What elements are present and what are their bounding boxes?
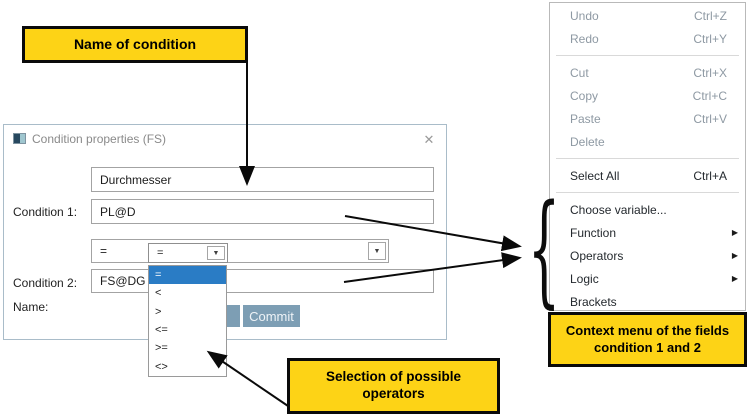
menu-item-cut: Cut Ctrl+X	[550, 61, 745, 84]
annotation-text-line2: operators	[362, 386, 425, 401]
condition-1-label: Condition 1:	[13, 205, 78, 219]
close-icon[interactable]: ✕	[423, 132, 435, 147]
menu-item-redo: Redo Ctrl+Y	[550, 27, 745, 50]
annotation-selection-operators: Selection of possible operators	[287, 358, 500, 414]
name-label: Name:	[13, 300, 49, 314]
menu-item-copy: Copy Ctrl+C	[550, 84, 745, 107]
menu-item-shortcut: Ctrl+Z	[694, 8, 727, 23]
operator-dropdown-value: =	[157, 247, 164, 259]
chevron-down-icon[interactable]: ▼	[207, 246, 225, 260]
operator-dropdown-combobox[interactable]: = ▼	[148, 243, 228, 263]
annotation-text-line2: condition 1 and 2	[594, 339, 701, 355]
annotation-name-of-condition: Name of condition	[22, 26, 248, 63]
annotation-text: Name of condition	[73, 35, 197, 52]
menu-item-logic[interactable]: Logic ▶	[550, 267, 745, 290]
menu-item-label: Operators	[570, 248, 624, 263]
condition-2-input[interactable]	[91, 269, 434, 293]
operator-option-less-than[interactable]: <	[155, 287, 162, 300]
menu-item-select-all[interactable]: Select All Ctrl+A	[550, 164, 745, 187]
annotation-text-line1: Context menu of the fields	[565, 323, 730, 339]
operator-option-greater-than[interactable]: >	[155, 305, 162, 318]
menu-item-label: Function	[570, 225, 617, 240]
operator-combobox-value: =	[100, 244, 108, 258]
chevron-right-icon: ▶	[731, 228, 738, 237]
menu-item-label: Choose variable...	[570, 202, 667, 217]
operator-option-less-or-equal[interactable]: <=	[155, 324, 168, 337]
curly-brace: {	[527, 178, 561, 320]
menu-item-label: Cut	[570, 65, 589, 80]
commit-button[interactable]: Commit	[243, 305, 300, 327]
menu-item-label: Copy	[570, 88, 599, 103]
context-menu: Undo Ctrl+Z Redo Ctrl+Y Cut Ctrl+X Copy Ctrl+C P…	[549, 2, 746, 311]
menu-separator	[556, 192, 739, 193]
dialog-title: Condition properties (FS)	[32, 132, 167, 146]
condition-2-label: Condition 2:	[13, 276, 78, 290]
operator-combobox[interactable]: = ▼	[91, 239, 389, 263]
chevron-down-icon[interactable]: ▼	[368, 242, 386, 260]
menu-item-shortcut: Ctrl+X	[693, 65, 727, 80]
menu-item-label: Logic	[570, 271, 599, 286]
menu-item-label: Brackets	[570, 294, 617, 309]
menu-item-shortcut: Ctrl+V	[693, 111, 727, 126]
operator-option-equals[interactable]: =	[149, 266, 226, 285]
annotation-context-menu: Context menu of the fields condition 1 a…	[548, 312, 747, 367]
menu-item-shortcut: Ctrl+A	[693, 168, 727, 183]
operator-option-greater-or-equal[interactable]: >=	[155, 342, 168, 355]
menu-item-label: Delete	[570, 134, 605, 149]
chevron-right-icon: ▶	[731, 274, 738, 283]
chevron-right-icon: ▶	[731, 251, 738, 260]
operator-option-not-equal[interactable]: <>	[155, 360, 168, 373]
annotation-text-line1: Selection of possible	[325, 369, 462, 385]
menu-item-operators[interactable]: Operators ▶	[550, 244, 745, 267]
menu-item-delete: Delete	[550, 130, 745, 153]
menu-separator	[556, 55, 739, 56]
menu-item-label: Select All	[570, 168, 620, 183]
condition-1-input[interactable]	[91, 199, 434, 224]
menu-item-paste: Paste Ctrl+V	[550, 107, 745, 130]
name-input[interactable]	[91, 167, 434, 192]
menu-item-function[interactable]: Function ▶	[550, 221, 745, 244]
menu-item-undo: Undo Ctrl+Z	[550, 4, 745, 27]
operator-dropdown-list: =<><=>=<>	[148, 265, 227, 377]
menu-item-label: Undo	[570, 8, 599, 23]
menu-item-label: Paste	[570, 111, 601, 126]
menu-item-choose-variable[interactable]: Choose variable...	[550, 198, 745, 221]
menu-item-label: Redo	[570, 31, 599, 46]
menu-item-shortcut: Ctrl+Y	[693, 31, 727, 46]
menu-separator	[556, 158, 739, 159]
menu-item-brackets[interactable]: Brackets	[550, 290, 745, 313]
window-icon	[13, 133, 26, 144]
menu-item-shortcut: Ctrl+C	[692, 88, 727, 103]
